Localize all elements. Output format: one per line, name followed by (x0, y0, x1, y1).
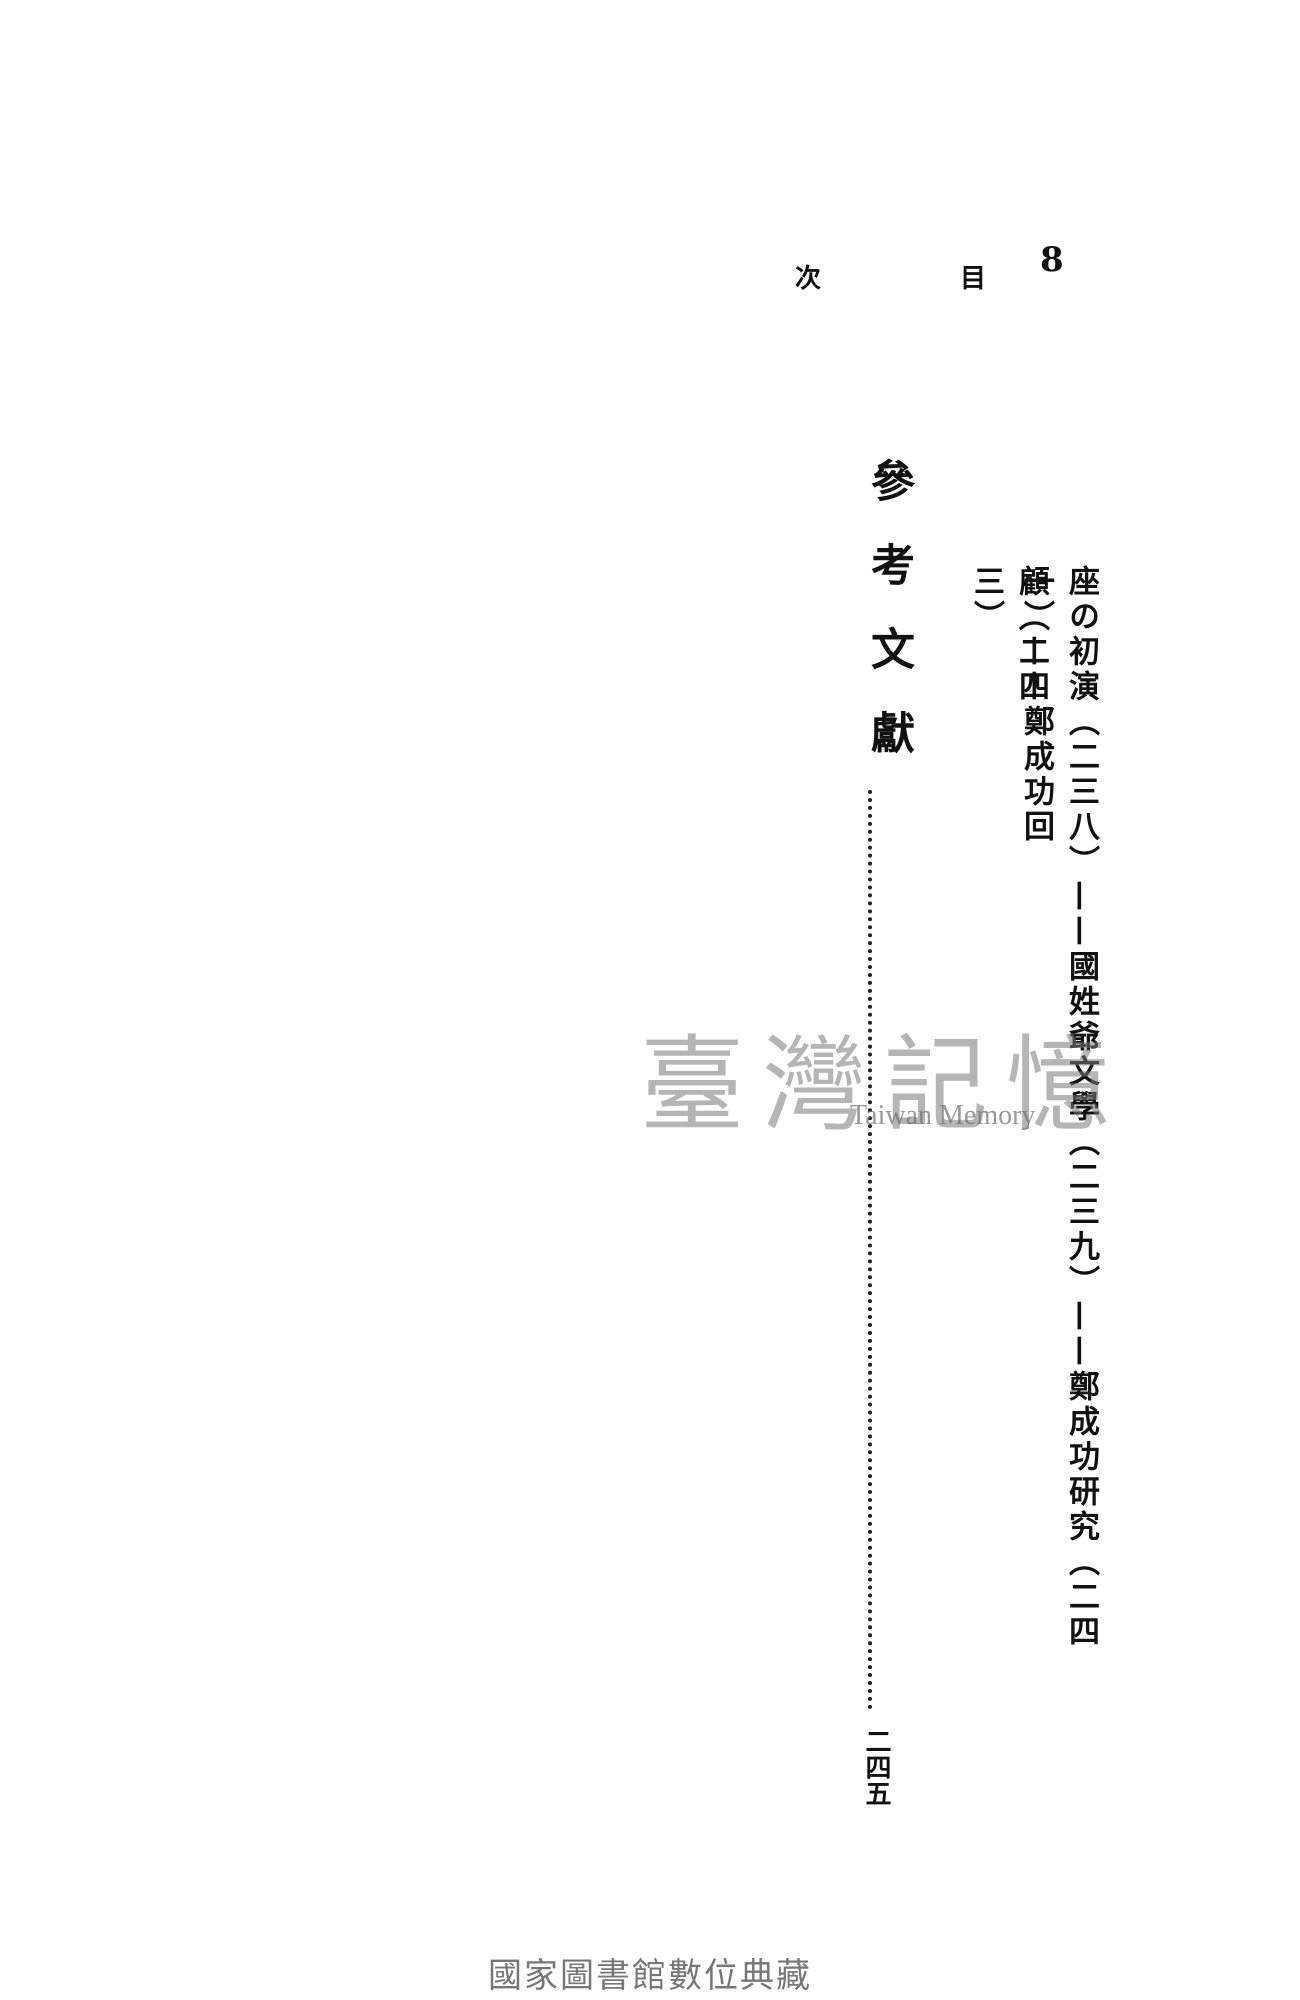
dotted-leader (868, 790, 872, 1710)
footer-text: 國家圖書館數位典藏 (488, 1956, 812, 1996)
page-number: 8 (1040, 240, 1064, 280)
contents-line-1: 座の初演（二三八）——國姓爺文學（二三九）——鄭成功研究（二四一）——鄭成功回 (1018, 565, 1099, 1650)
watermark-logo: 臺灣記憶 (640, 1024, 1129, 1146)
watermark-subtitle: Taiwan Memory (850, 1100, 1036, 1131)
running-header-char: 次 (795, 264, 822, 294)
running-header-char: 目 (960, 264, 987, 294)
reference-page-number: 二四五 (861, 1728, 891, 1806)
contents-line-2: 顧（二四三） (968, 565, 1049, 705)
reference-title: 參考文獻 (863, 458, 914, 794)
